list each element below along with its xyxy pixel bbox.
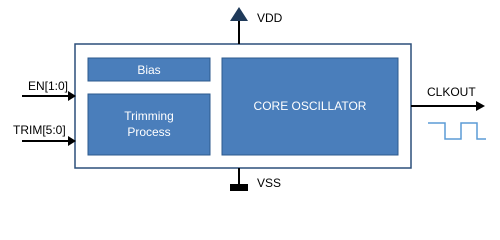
vdd-label: VDD (257, 11, 283, 25)
en-label: EN[1:0] (28, 79, 68, 93)
vss-ground-icon (230, 184, 248, 191)
bias-label: Bias (137, 63, 160, 77)
bias-block (87, 57, 211, 82)
en-arrow-icon (68, 91, 76, 101)
vss-label: VSS (257, 176, 281, 190)
clkout-label: CLKOUT (427, 85, 476, 99)
trimming-label-line1: Trimming (124, 109, 174, 123)
clkout-arrow-icon (476, 101, 485, 111)
vdd-arrow-icon (230, 7, 248, 21)
core-oscillator-block (221, 57, 399, 156)
trim-label: TRIM[5:0] (13, 123, 66, 137)
clock-waveform-icon (428, 122, 486, 140)
trimming-label-line2: Process (127, 125, 170, 139)
trim-arrow-icon (68, 136, 76, 146)
core-oscillator-label: CORE OSCILLATOR (254, 99, 367, 113)
oscillator-block-diagram: Bias Trimming Process CORE OSCILLATOR VD… (13, 7, 486, 191)
trimming-process-block (87, 93, 211, 156)
